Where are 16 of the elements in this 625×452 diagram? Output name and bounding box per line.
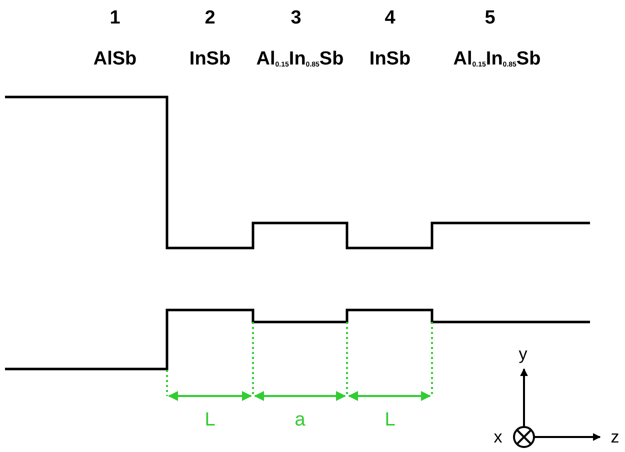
- material-label: AlSb: [93, 50, 137, 68]
- axis-label: y: [518, 346, 528, 362]
- material-label: Al$_{0.15}$In$_{0.85}$Sb: [256, 50, 344, 68]
- material-label: InSb: [189, 50, 231, 68]
- dimension-label: L: [384, 410, 396, 430]
- dimension-label: L: [204, 410, 216, 430]
- layer-number: 4: [384, 8, 396, 28]
- layer-number: 1: [110, 8, 120, 28]
- material-label: InSb: [369, 50, 411, 68]
- material-label: Al$_{0.15}$In$_{0.85}$Sb: [453, 50, 541, 68]
- layer-number: 2: [204, 8, 216, 28]
- layer-number: 5: [484, 8, 496, 28]
- dimension-label: a: [294, 410, 306, 430]
- layer-number: 3: [290, 8, 302, 28]
- axis-label: z: [610, 428, 620, 446]
- axis-label: x: [494, 428, 502, 446]
